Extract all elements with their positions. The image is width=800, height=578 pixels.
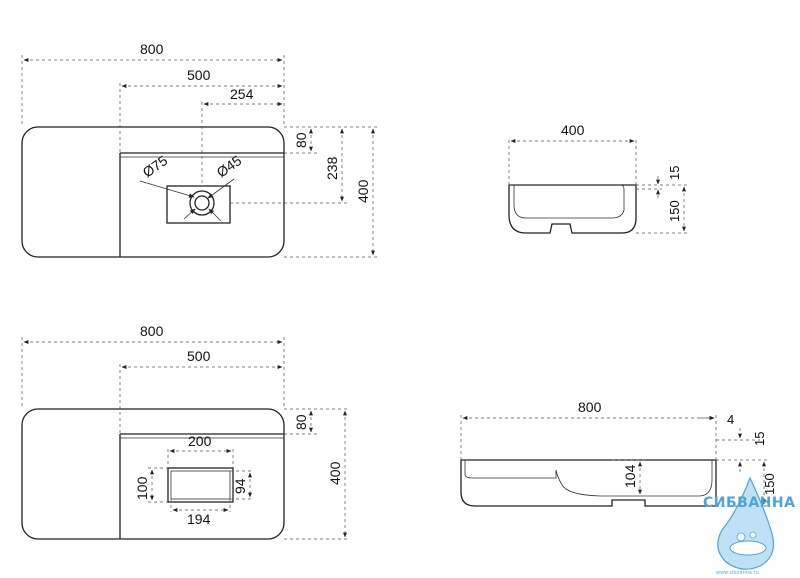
side-inner: [509, 184, 625, 219]
bowl-edge-2: [119, 433, 284, 539]
side-rim-label: 15: [667, 166, 682, 180]
edge-label: 4: [727, 412, 734, 427]
side-height-label: 150: [667, 200, 682, 222]
long-side-inner: [464, 460, 713, 497]
sibvanna-logo: СИБВАННА www.sibvanna.ru: [703, 476, 795, 576]
drain-outer-circle: [189, 190, 215, 216]
logo-name: СИБВАННА: [703, 495, 795, 511]
slot-inner-h-label: 94: [232, 478, 248, 494]
inner-depth-label: 104: [622, 464, 638, 488]
leader-large-2: [183, 208, 196, 220]
width-label: 800: [140, 41, 164, 57]
logo-url: www.sibvanna.ru: [716, 570, 759, 576]
bathtub-icon: [729, 540, 767, 556]
long-width-label: 800: [578, 399, 602, 415]
hole-small-label: Ø45: [214, 152, 245, 180]
rim-label-2: 80: [293, 414, 309, 430]
side-profile: [508, 184, 637, 234]
bottom-side-view: 800 4 104 15 150: [460, 399, 777, 507]
slot-inner: [170, 470, 231, 500]
drain-inner-circle: [194, 195, 210, 211]
drain-offset-label: 254: [230, 86, 254, 102]
width-label-2: 800: [140, 323, 164, 339]
slot-outer: [167, 467, 234, 503]
top-side-view: 400 15 150: [508, 122, 688, 234]
rim-label: 80: [293, 132, 309, 148]
basin-outline-2: [21, 408, 285, 540]
bowl-width-label: 500: [187, 67, 211, 83]
drain-center-label: 238: [324, 156, 340, 180]
bottom-plan-view: 800 500 80 400 200 194 100 94: [21, 323, 350, 540]
drain-plate: [166, 185, 231, 224]
hole-large-label: Ø75: [140, 152, 171, 180]
slot-inner-w-label: 194: [187, 511, 211, 527]
leader-small-2: [208, 208, 222, 222]
long-height-label: 150: [762, 473, 777, 495]
leader-small: [207, 178, 235, 199]
depth-label: 400: [355, 179, 371, 203]
leader-large: [139, 180, 195, 198]
bowl-width-label-2: 500: [187, 348, 211, 364]
long-rim-label: 15: [752, 432, 767, 446]
slot-outer-h-label: 100: [134, 476, 150, 500]
top-plan-view: Ø75 Ø45 800 500 254 80 238 400: [21, 41, 378, 258]
slot-outer-w-label: 200: [188, 433, 212, 449]
side-depth-label: 400: [561, 122, 585, 138]
long-side-profile: [460, 459, 717, 507]
basin-outline: [21, 126, 285, 258]
depth-label-2: 400: [327, 461, 343, 485]
